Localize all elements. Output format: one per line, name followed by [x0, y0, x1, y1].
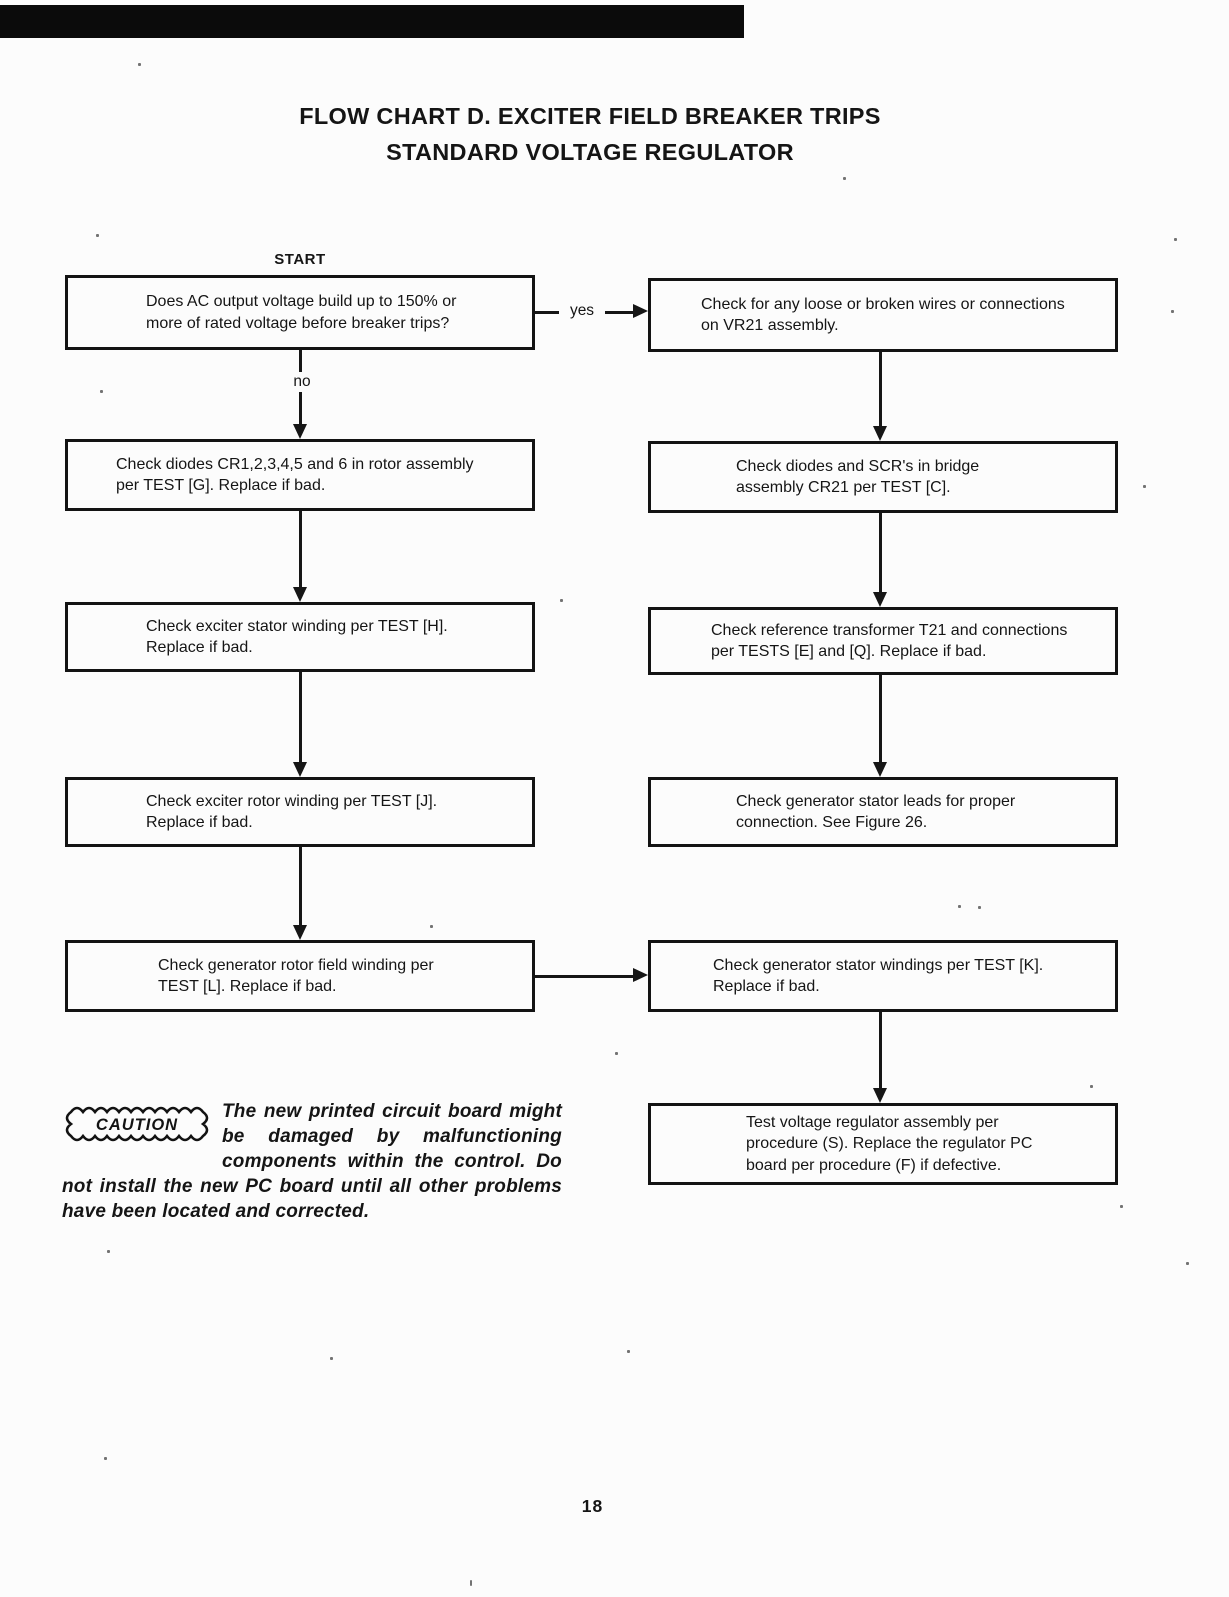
- scan-noise-dot: [330, 1357, 333, 1360]
- arrowhead-down-icon: [873, 592, 887, 607]
- scan-noise-dot: [958, 905, 961, 908]
- arrow-line: [879, 513, 882, 594]
- arrow-line: [535, 975, 636, 978]
- scan-noise-dot: [138, 63, 141, 66]
- scan-noise-dot: [627, 1350, 630, 1353]
- flow-box-text: Check exciter stator winding per TEST [H…: [146, 617, 448, 657]
- flow-box-check-exciter-rotor: Check exciter rotor winding per TEST [J]…: [65, 777, 535, 847]
- caution-text: The new printed circuit board might be d…: [62, 1101, 562, 1222]
- scan-noise-dot: [100, 390, 103, 393]
- scan-artifact-bar: [0, 5, 744, 38]
- arrowhead-down-icon: [293, 762, 307, 777]
- flow-box-check-loose-wires: Check for any loose or broken wires or c…: [648, 278, 1118, 352]
- scan-noise-dot: [96, 234, 99, 237]
- caution-note: CAUTION The new printed circuit board mi…: [62, 1099, 562, 1239]
- scan-noise-dot: [1186, 1262, 1189, 1265]
- flow-box-check-generator-rotor-field: Check generator rotor field winding per …: [65, 940, 535, 1012]
- scan-noise-dot: [1143, 485, 1146, 488]
- arrowhead-right-icon: [633, 968, 648, 982]
- scan-noise-dot: [978, 906, 981, 909]
- flow-box-check-bridge-assembly: Check diodes and SCR's in bridge assembl…: [648, 441, 1118, 513]
- page-title-line1: FLOW CHART D. EXCITER FIELD BREAKER TRIP…: [299, 103, 881, 129]
- caution-badge-label: CAUTION: [96, 1116, 178, 1134]
- scan-noise-dot: [843, 177, 846, 180]
- flow-box-check-stator-windings: Check generator stator windings per TEST…: [648, 940, 1118, 1012]
- arrow-line: [299, 672, 302, 764]
- caution-scalloped-border-icon: CAUTION: [65, 1106, 209, 1142]
- flow-box-text: Check exciter rotor winding per TEST [J]…: [146, 792, 438, 832]
- scan-noise-dot: [107, 1250, 110, 1253]
- scan-noise-dot: [615, 1052, 618, 1055]
- arrowhead-down-icon: [873, 426, 887, 441]
- flow-box-text: Check generator rotor field winding per …: [158, 956, 434, 996]
- flow-box-test-voltage-regulator: Test voltage regulator assembly per proc…: [648, 1103, 1118, 1185]
- arrow-line: [299, 511, 302, 589]
- page-title-line2: STANDARD VOLTAGE REGULATOR: [386, 139, 794, 165]
- arrow-line: [299, 847, 302, 927]
- arrow-line: [879, 675, 882, 764]
- page-number: 18: [581, 1496, 604, 1516]
- flow-box-text: Check generator stator windings per TEST…: [713, 956, 1044, 996]
- flow-box-text: Check reference transformer T21 and conn…: [711, 621, 1068, 661]
- scan-noise-dot: [560, 599, 563, 602]
- flow-box-text: Check for any loose or broken wires or c…: [701, 295, 1065, 335]
- arrow-line: [879, 352, 882, 428]
- scan-noise-dot: [104, 1457, 107, 1460]
- flow-box-check-rotor-diodes: Check diodes CR1,2,3,4,5 and 6 in rotor …: [65, 439, 535, 511]
- scan-noise-dot: [470, 1580, 472, 1586]
- flow-box-text: Does AC output voltage build up to 150% …: [146, 293, 457, 332]
- flow-box-check-stator-leads: Check generator stator leads for proper …: [648, 777, 1118, 847]
- flow-box-text: Check diodes CR1,2,3,4,5 and 6 in rotor …: [116, 455, 474, 495]
- caution-badge: CAUTION: [62, 1102, 212, 1153]
- yes-label: yes: [559, 301, 605, 321]
- arrowhead-down-icon: [873, 762, 887, 777]
- arrowhead-down-icon: [873, 1088, 887, 1103]
- arrowhead-down-icon: [293, 925, 307, 940]
- flow-box-check-exciter-stator: Check exciter stator winding per TEST [H…: [65, 602, 535, 672]
- start-label: START: [274, 251, 326, 268]
- scan-noise-dot: [1090, 1085, 1093, 1088]
- arrowhead-down-icon: [293, 424, 307, 439]
- no-label: no: [283, 372, 321, 392]
- scan-noise-dot: [1171, 310, 1174, 313]
- scan-noise-dot: [1174, 238, 1177, 241]
- scan-noise-dot: [1120, 1205, 1123, 1208]
- arrow-line: [879, 1012, 882, 1090]
- flow-box-text: Test voltage regulator assembly per proc…: [746, 1113, 1033, 1174]
- arrowhead-down-icon: [293, 587, 307, 602]
- flow-box-text: Check diodes and SCR's in bridge assembl…: [736, 457, 980, 497]
- flow-box-ac-output-question: Does AC output voltage build up to 150% …: [65, 275, 535, 350]
- arrowhead-right-icon: [633, 304, 648, 318]
- scan-noise-dot: [430, 925, 433, 928]
- flow-box-text: Check generator stator leads for proper …: [736, 792, 1016, 832]
- flow-box-check-reference-transformer: Check reference transformer T21 and conn…: [648, 607, 1118, 675]
